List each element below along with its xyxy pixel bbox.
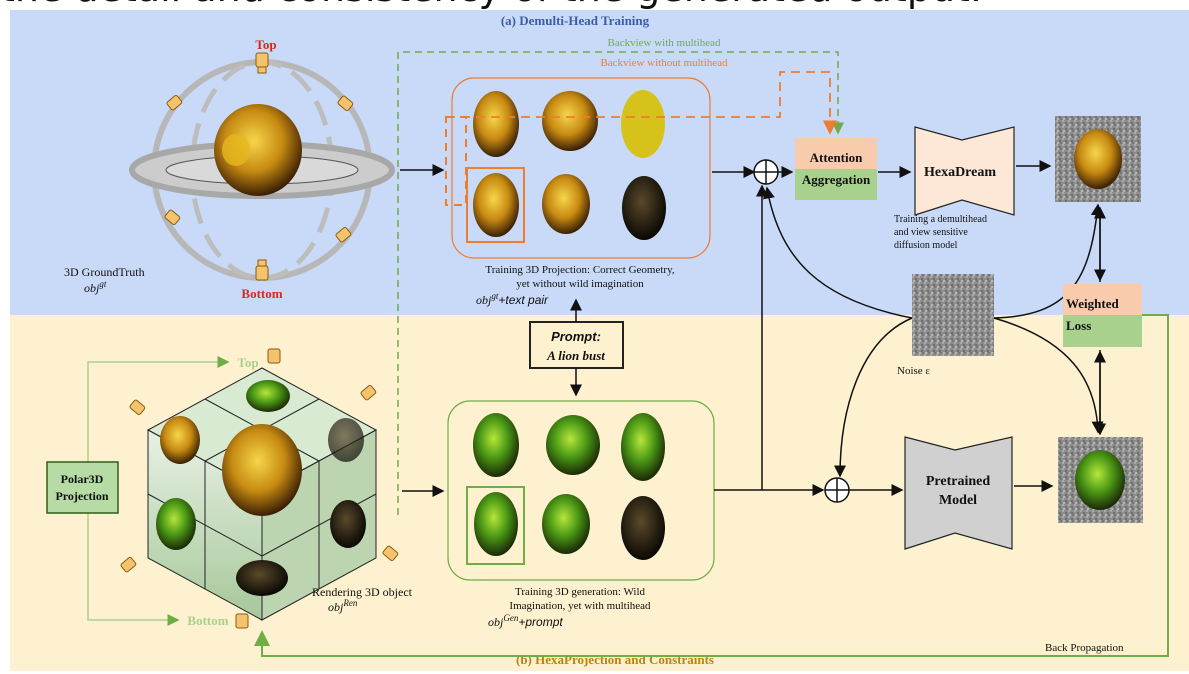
sphere-top-label: Top [255,37,276,52]
curve-noise-to-top-sum [762,186,913,319]
generation-caption-line2: Imagination, yet with multihead [509,600,651,612]
cube-lion-left-top [160,416,200,464]
prompt-line2: A lion bust [546,348,605,363]
sphere-caption-line1: 3D GroundTruth [64,265,145,279]
gen-lion-side [546,415,600,475]
cut-off-header-text: the detail and consistency of the genera… [0,0,982,10]
pretrained-model-shape [904,436,1013,550]
cube-lion-renders [156,380,366,596]
cube-lion-bottom [236,560,288,596]
proj-lion-side2 [542,174,590,234]
cube-lion-left-bottom [156,498,196,550]
polar-connector-top [87,356,230,462]
back-propagation-label: Back Propagation [1045,642,1124,654]
hexadream-label: HexaDream [924,165,996,180]
backview-without-label: Backview without multihead [600,57,728,69]
polar-connector-bottom [87,513,180,626]
polar3d-line1: Polar3D [61,472,104,486]
proj-lion-side [542,91,598,151]
cube-bottom-label: Bottom [187,613,228,628]
curve-noise-to-bottom-output [993,317,1104,434]
proj-lion-front [473,91,519,157]
projection-caption-line1: Training 3D Projection: Correct Geometry… [485,264,674,276]
generation-caption-line1: Training 3D generation: Wild [515,586,646,598]
projection-pair-label: objgt+text pair [476,291,549,307]
generation-pair-label: objGen+prompt [488,613,563,629]
sphere-caption-line2: objgt [84,279,107,295]
backview-with-label: Backview with multihead [607,37,721,49]
cube-top-label: Top [237,355,258,370]
hexadream-model-shape [914,126,1015,216]
proj-lion-bottom [622,176,666,240]
generation-lion-renders [473,413,665,560]
backview-orange-dashed [446,71,838,135]
cube-caption-line1: Rendering 3D object [312,585,413,599]
attention-aggregation-box [795,138,877,169]
hexadream-caption-2: and view sensitive [894,227,968,238]
proj-lion-back [473,173,519,237]
output-bottom-lion [1075,450,1125,510]
back-propagation-line [254,314,1169,657]
prompt-line1: Prompt: [551,329,601,344]
polar3d-line2: Projection [55,489,108,503]
cube-lion-top [246,380,290,412]
section-b-title: (b) HexaProjection and Constraints [516,652,714,667]
attention-line2: Aggregation [802,172,871,187]
gen-lion-side2 [542,494,590,554]
noise-image [912,274,994,356]
curve-noise-to-bottom-sum [834,317,913,478]
projection-lion-renders [473,90,666,240]
output-top-lion [1074,129,1122,189]
cube-lion-center [222,424,302,516]
cube-lion-right-bottom [330,500,366,548]
weighted-loss-box [1063,284,1142,315]
selected-back-view-orange [466,167,525,243]
selected-back-view-green [466,486,525,565]
pretrained-line1: Pretrained [926,474,990,489]
hexadream-caption-1: Training a demultihead [894,214,987,225]
gen-lion-front [473,413,519,477]
attention-line1: Attention [810,150,863,165]
cube-caption-line2: objRen [328,598,358,614]
projection-caption-line2: yet without wild imagination [516,278,644,290]
polar3d-projection-box [46,461,119,514]
cube-camera-icons [120,348,399,629]
backview-green-dashed [397,51,844,515]
section-a-title: (a) Demulti-Head Training [501,13,650,28]
noise-label: Noise ε [897,365,930,377]
ground-truth-sphere [129,59,395,281]
hexadream-caption-3: diffusion model [894,240,958,251]
weighted-loss-line1: Weighted [1066,296,1119,311]
weighted-loss-line2: Loss [1066,318,1091,333]
sphere-bottom-label: Bottom [241,286,282,301]
sphere-camera-icons [164,52,354,281]
gen-lion-bottom [621,496,665,560]
cube-lion-right-top [328,418,364,462]
sphere-lion-head [214,104,302,196]
gen-lion-top [621,413,665,481]
pretrained-line2: Model [939,493,977,508]
gen-lion-back [474,492,518,556]
orange-dashed-path [445,116,467,206]
proj-lion-top [621,90,665,158]
